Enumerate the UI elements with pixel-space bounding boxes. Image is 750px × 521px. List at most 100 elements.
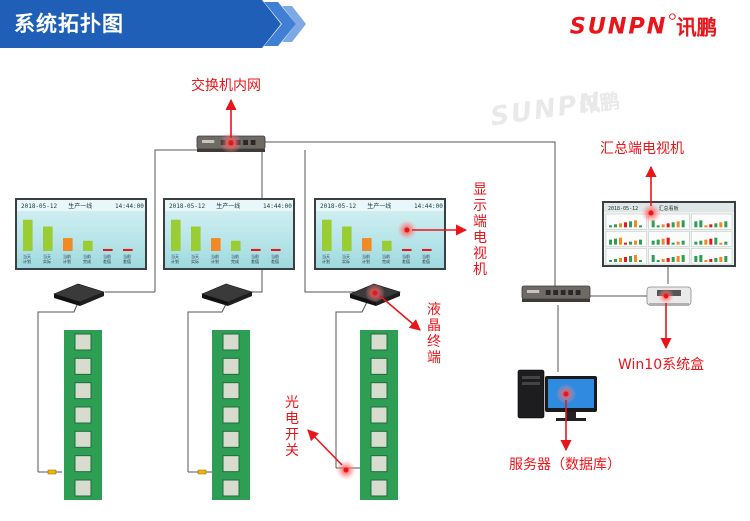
brand-logo: SUNPN 讯鹏 (570, 13, 717, 39)
lcd-terminal-label: 液晶终端 (427, 302, 441, 366)
panel-bar (123, 248, 133, 251)
summary-bar (694, 256, 698, 262)
summary-bar (619, 258, 622, 262)
strip-slot (370, 406, 388, 424)
strip-slot (74, 357, 92, 375)
summary-bar (724, 221, 728, 228)
panel-bar-label: 差值 (271, 258, 279, 264)
switch-port (553, 290, 559, 295)
summary-bar (666, 223, 670, 228)
display-tv-label: 显示端电视机 (473, 182, 487, 278)
panel-bar-label: 完成 (382, 258, 390, 264)
summary-bar (624, 257, 627, 262)
summary-bar (656, 239, 660, 245)
summary-bar (639, 260, 642, 262)
summary-bar (704, 260, 708, 262)
summary-bar (609, 260, 612, 262)
summary-bar (639, 225, 642, 228)
panel-bar (422, 248, 432, 251)
summary-bar (619, 237, 622, 245)
panel-bar-label: 当前 (362, 253, 370, 259)
panel-bar-label: 当前 (402, 253, 410, 259)
summary-bar (614, 224, 617, 228)
win10-box-label: Win10系统盒 (618, 357, 705, 373)
summary-bar (666, 258, 670, 262)
lcd-terminal-1 (53, 283, 105, 306)
summary-title: 汇总看板 (659, 205, 679, 212)
secondary-switch (521, 285, 591, 302)
panel-bar-label: 当天 (23, 253, 31, 259)
page-header: 系统拓扑图 SUNPN 讯鹏 (0, 0, 750, 48)
network-line (37, 299, 80, 472)
strip-slot (370, 430, 388, 448)
panel-line-name: 生产一线 (216, 202, 240, 210)
panel-bar-label: 当前 (422, 253, 430, 259)
summary-bar (714, 258, 718, 262)
summary-bar (629, 221, 632, 228)
summary-bar (661, 238, 665, 245)
panel-bar-label: 实际 (342, 258, 350, 264)
panel-bar (191, 226, 201, 251)
panel-header (316, 200, 444, 211)
summary-bar (709, 259, 713, 262)
panel-bar-label: 当前 (251, 253, 259, 259)
strip-slot (74, 479, 92, 497)
panel-header (17, 200, 145, 211)
summary-bar (651, 220, 655, 228)
server-dot-core (563, 391, 569, 397)
switch-plate (527, 290, 540, 293)
summary-dot-core (648, 210, 654, 216)
win10-box-base (649, 303, 689, 306)
panel-time: 14:44:00 (115, 203, 144, 210)
panel-bar-label: 当天 (43, 253, 51, 259)
panel-date: 2018-05-12 (169, 203, 206, 210)
devices-layer (53, 135, 692, 421)
panel-bar (322, 219, 332, 251)
panel-bar-label: 计划 (362, 258, 370, 264)
summary-tv-label: 汇总端电视机 (600, 141, 684, 157)
summary-bar (704, 239, 708, 245)
page-title: 系统拓扑图 (14, 12, 124, 36)
sensor-connector (197, 469, 207, 475)
photo-switch-dot-core (343, 467, 349, 473)
summary-bar (656, 225, 660, 228)
summary-bar (681, 220, 685, 228)
panel-bar (23, 219, 33, 251)
summary-bar (661, 259, 665, 262)
sensor-strip-2 (212, 330, 250, 500)
panel-bar (83, 240, 93, 251)
summary-bar (694, 221, 698, 228)
panel-bar (402, 248, 412, 251)
summary-bar (639, 239, 642, 245)
panel-time: 14:44:00 (263, 203, 292, 210)
summary-date: 2018-05-12 (608, 206, 638, 212)
panel-bar-label: 差值 (402, 258, 410, 264)
summary-panel: 2018-05-12 汇总看板 (602, 201, 736, 267)
panel-bar (231, 240, 241, 251)
display-dot-core (404, 227, 410, 233)
network-line (187, 299, 229, 472)
network-lines (37, 141, 669, 475)
panel-bar (171, 219, 181, 251)
summary-bar (656, 260, 660, 262)
panel-screen (165, 200, 293, 268)
panel-bar-label: 当天 (171, 253, 179, 259)
server-drive (522, 382, 540, 385)
summary-bar (714, 237, 718, 245)
summary-bar (719, 242, 723, 245)
summary-bar (719, 257, 723, 262)
summary-bar (671, 222, 675, 228)
panel-bar (103, 248, 113, 251)
strip-slot (370, 382, 388, 400)
pc-front (376, 292, 400, 306)
summary-bar (651, 240, 655, 245)
summary-bar (681, 240, 685, 245)
summary-bar (671, 242, 675, 245)
panel-bar-label: 计划 (23, 258, 31, 264)
panel-bar (251, 248, 261, 251)
panel-bar-label: 当前 (382, 253, 390, 259)
server-label: 服务器（数据库） (509, 457, 621, 473)
